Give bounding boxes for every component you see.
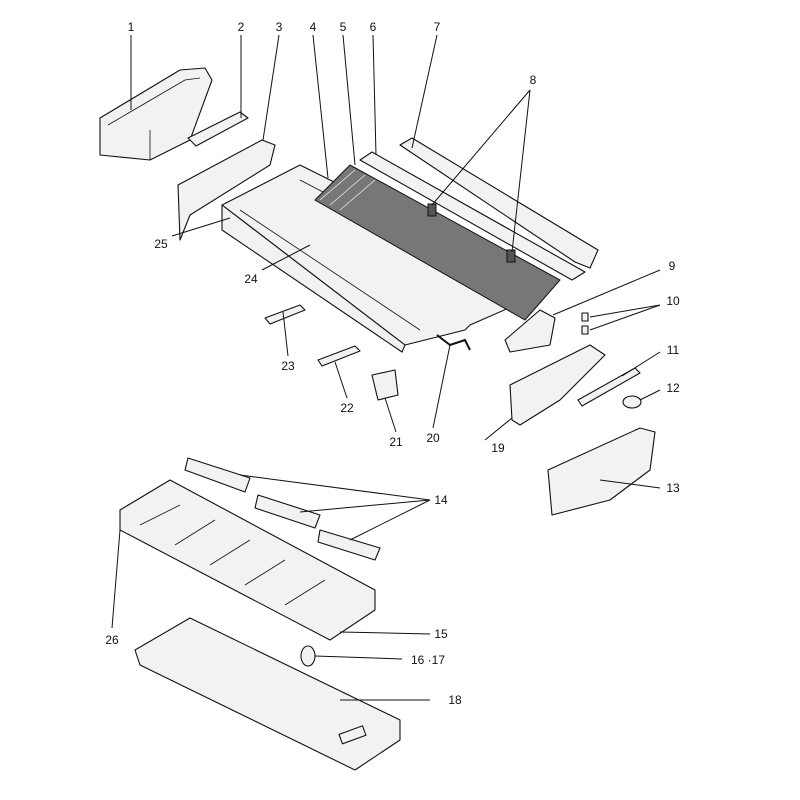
part-21-cover xyxy=(371,369,399,401)
callout-21: 21 xyxy=(389,435,403,449)
callout-9: 9 xyxy=(669,259,676,273)
callout-10: 10 xyxy=(666,294,680,308)
part-16-17-motor xyxy=(300,645,316,667)
part-24-chassis xyxy=(221,164,551,353)
part-10-sensors xyxy=(581,312,589,335)
part-2-bracket xyxy=(187,111,249,147)
part-7-top-cover xyxy=(399,137,599,269)
callout-20: 20 xyxy=(426,431,440,445)
leader-lines xyxy=(111,34,661,701)
part-1-left-side-cover xyxy=(99,67,213,161)
callout-3: 3 xyxy=(276,20,283,34)
callout-1: 1 xyxy=(128,20,135,34)
part-18-front-panel xyxy=(134,617,401,771)
callout-15: 15 xyxy=(434,627,448,641)
callout-6: 6 xyxy=(370,20,377,34)
callout-24: 24 xyxy=(244,272,258,286)
callout-labels: 1 2 3 4 5 6 7 8 9 10 11 12 13 14 15 16 ·… xyxy=(105,20,680,707)
callout-23: 23 xyxy=(281,359,295,373)
callout-26: 26 xyxy=(105,633,119,647)
part-6-drain-pan xyxy=(359,151,586,281)
part-20-clip xyxy=(436,334,471,351)
part-15-lower-frame xyxy=(119,479,376,641)
callout-11: 11 xyxy=(667,343,680,357)
callout-18: 18 xyxy=(448,693,462,707)
callout-8: 8 xyxy=(530,73,537,87)
callout-2: 2 xyxy=(238,20,245,34)
part-9-pipe-cover xyxy=(504,309,556,353)
callout-13: 13 xyxy=(666,481,680,495)
part-3-side-plate xyxy=(177,139,276,241)
part-13-right-side-cover xyxy=(547,427,656,516)
callout-22: 22 xyxy=(340,401,354,415)
part-23-bracket xyxy=(264,304,306,325)
callout-12: 12 xyxy=(666,381,680,395)
part-12-motor-cap xyxy=(622,395,642,409)
callout-4: 4 xyxy=(310,20,317,34)
part-22-bracket xyxy=(317,345,361,367)
callout-14: 14 xyxy=(434,493,448,507)
callout-16-17: 16 ·17 xyxy=(411,653,445,667)
part-4-5-evaporator xyxy=(314,164,561,321)
part-19-right-plate xyxy=(509,344,606,426)
callout-5: 5 xyxy=(340,20,347,34)
part-11-bracket xyxy=(577,367,641,407)
part-14-louvers xyxy=(184,457,381,561)
part-8-clips xyxy=(427,203,516,263)
callout-25: 25 xyxy=(154,237,168,251)
callout-7: 7 xyxy=(434,20,441,34)
callout-19: 19 xyxy=(491,441,505,455)
